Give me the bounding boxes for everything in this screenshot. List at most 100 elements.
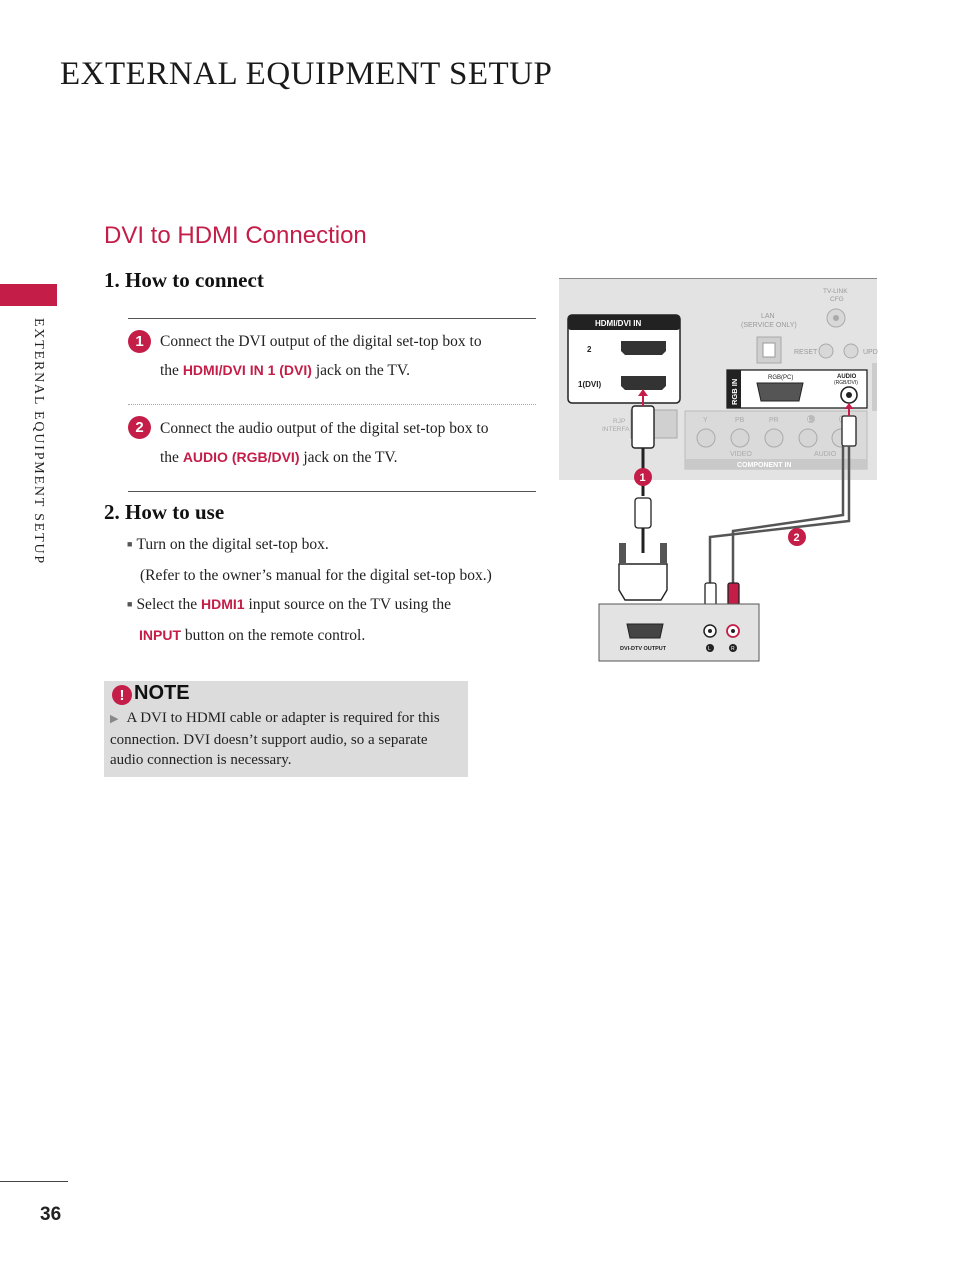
step-2-line1: Connect the audio output of the digital … [160,420,489,437]
dvi-output-label: DVI-DTV OUTPUT [620,646,667,652]
step-2-jack: AUDIO (RGB/DVI) [182,449,300,465]
stb-audio-r-label: R [731,646,735,652]
tvlink-jack-center [833,315,839,321]
use-bullet-2-line2-suffix: button on the remote control. [184,627,366,644]
lan-port-inner [762,342,776,358]
step-1-prefix: the [160,362,179,379]
lan-service-label: (SERVICE ONLY) [741,322,797,329]
component-video-label: VIDEO [730,451,752,458]
component-label-bar [685,459,867,469]
tvlink-label: TV-LINK [823,288,848,295]
step-1-number: 1 [128,330,151,353]
use-bullet-2-line2: INPUT button on the remote control. [127,621,547,650]
note-box [104,681,468,777]
hdmi-port-2-label: 2 [587,345,592,354]
rgb-pc-label: RGB(PC) [768,375,793,381]
dvi-output-port-icon [626,623,664,639]
step-2-number: 2 [128,416,151,439]
use-bullet-2-suffix: input source on the TV using the [248,596,452,613]
step-2-prefix: the [160,449,179,466]
footer-rule [0,1181,68,1182]
note-label: NOTE [134,682,190,704]
stb-audio-r-marker [729,644,737,652]
step-1-line1: Connect the DVI output of the digital se… [160,333,482,350]
callout-2-label: 2 [794,532,800,544]
callout-1-label: 1 [640,472,646,484]
callout-1-icon [634,468,652,486]
step-2-suffix: jack on the TV. [303,449,398,466]
upd-label: UPD [863,349,878,356]
use-bullet-1: ■Turn on the digital set-top box. [127,530,547,561]
how-to-use-list: ■Turn on the digital set-top box. (Refer… [127,530,547,650]
hdmi-label: HDMI/DVI IN [595,319,641,328]
callout-2-icon [788,528,806,546]
rs232-interface-label: INTERFA [602,426,630,433]
use-bullet-2: ■Select the HDMI1 input source on the TV… [127,590,547,621]
component-in-label: COMPONENT IN [737,462,791,469]
panel-edge [872,363,877,411]
hdmi-port-2-icon [621,341,666,355]
rs232-label: RJP [613,418,625,425]
page-title: EXTERNAL EQUIPMENT SETUP [60,56,553,92]
step-divider [128,404,536,405]
stb-audio-l-marker [706,644,714,652]
step-1-text: Connect the DVI output of the digital se… [160,327,540,385]
component-pb-label: PB [735,417,745,424]
exclamation-icon: ! [112,685,132,705]
how-to-use-heading: 2. How to use [104,500,225,524]
step-2-text: Connect the audio output of the digital … [160,414,544,472]
page-number: 36 [40,1204,62,1225]
audio-cable-left [708,446,851,583]
hdmi-label-bar [568,315,680,330]
vga-port-icon [756,382,804,402]
audio-minijack-plug-icon [841,415,857,447]
step-1-jack: HDMI/DVI IN 1 (DVI) [182,362,312,378]
upd-jack-icon [843,343,859,359]
stb-audio-l-center [708,629,712,633]
use-bullet-2-button: INPUT [139,627,181,643]
component-l-label: L [808,417,811,423]
stb-audio-l-label: L [708,646,711,652]
audio-cable-right [731,446,845,583]
audio-jack-center [846,392,852,398]
divider-bottom [128,491,536,492]
stb-audio-r-center [731,629,735,633]
note-text: ▶A DVI to HDMI cable or adapter is requi… [110,708,462,771]
use-bullet-1-text: Turn on the digital set-top box. [136,536,329,553]
arrow-up-icon [844,403,854,409]
divider-top [128,318,536,319]
cable-ferrite-icon [634,497,652,529]
audio-rgb-label: AUDIO [837,374,857,380]
side-tab-marker [0,284,57,306]
step-1-suffix: jack on the TV. [315,362,410,379]
component-audio-label: AUDIO [814,451,837,458]
reset-button-icon [818,343,834,359]
section-title: DVI to HDMI Connection [104,222,367,249]
hdmi-port-1-icon [621,376,666,390]
rgb-in-bar [727,370,741,408]
dvi-screw-left [619,543,626,563]
arrow-right-icon: ▶ [110,713,119,725]
hdmi-plug-icon [631,405,655,449]
use-bullet-2-source: HDMI1 [201,596,245,612]
component-pr-jack-icon [764,428,784,448]
component-y-jack-icon [696,428,716,448]
hdmi-port-1-label: 1(DVI) [578,380,601,389]
how-to-connect-heading: 1. How to connect [104,268,264,292]
connection-diagram: HDMI/DVI IN 2 1(DVI) LAN (SERVICE ONLY) … [559,278,878,662]
dvi-screw-right [660,543,667,563]
component-pr-label: PR [769,417,779,424]
component-l-jack-icon [798,428,818,448]
arrow-up-icon [638,389,648,396]
lan-label: LAN [761,313,775,320]
use-bullet-1-sub: (Refer to the owner’s manual for the dig… [140,567,492,584]
audio-rgb-dvi-label: (RGB/DVI) [834,380,858,386]
side-tab-label: EXTERNAL EQUIPMENT SETUP [31,318,46,565]
note-body: A DVI to HDMI cable or adapter is requir… [110,710,440,768]
reset-label: RESET [794,349,818,356]
rgb-in-label: RGB IN [730,379,739,405]
bullet-square-icon: ■ [127,599,133,609]
component-audio-l-marker [807,415,815,423]
tvlink-cfg-label: CFG [830,296,844,303]
step-2-line2: the AUDIO (RGB/DVI) jack on the TV. [160,443,544,472]
